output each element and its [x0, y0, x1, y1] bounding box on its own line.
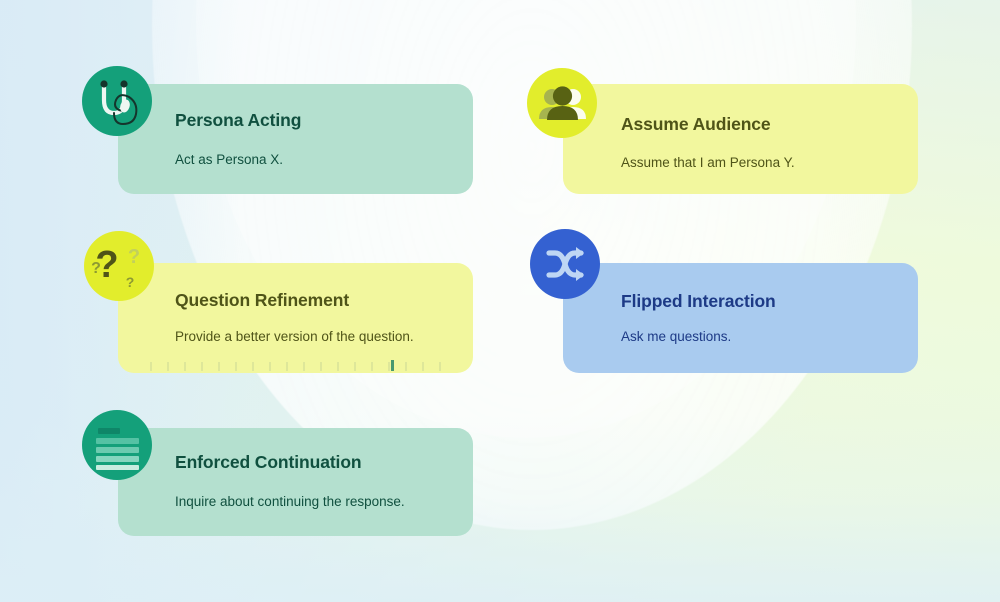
- card-description-question-refinement: Provide a better version of the question…: [175, 329, 414, 344]
- document-lines-icon: [82, 410, 152, 480]
- card-title-persona-acting: Persona Acting: [175, 110, 302, 130]
- card-title-flipped-interaction: Flipped Interaction: [621, 291, 776, 311]
- question-marks-icon: ? ? ? ?: [84, 231, 154, 301]
- card-title-assume-audience: Assume Audience: [621, 114, 771, 134]
- card-enforced-continuation[interactable]: [118, 428, 473, 536]
- card-description-flipped-interaction: Ask me questions.: [621, 329, 732, 344]
- shuffle-icon: [530, 229, 600, 299]
- card-description-enforced-continuation: Inquire about continuing the response.: [175, 494, 405, 509]
- faint-text-remnant: [150, 362, 450, 371]
- card-flipped-interaction[interactable]: [563, 263, 918, 373]
- svg-text:?: ?: [128, 246, 140, 268]
- card-assume-audience[interactable]: [563, 84, 918, 194]
- faint-text-mark: [391, 360, 394, 371]
- card-title-question-refinement: Question Refinement: [175, 290, 350, 310]
- people-group-icon: [527, 68, 597, 138]
- svg-text:?: ?: [95, 244, 118, 286]
- stethoscope-icon: [82, 66, 152, 136]
- card-question-refinement[interactable]: [118, 263, 473, 373]
- svg-text:?: ?: [126, 274, 135, 290]
- card-title-enforced-continuation: Enforced Continuation: [175, 452, 362, 472]
- card-description-assume-audience: Assume that I am Persona Y.: [621, 155, 795, 170]
- card-persona-acting[interactable]: [118, 84, 473, 194]
- svg-text:?: ?: [91, 260, 101, 277]
- card-description-persona-acting: Act as Persona X.: [175, 152, 284, 167]
